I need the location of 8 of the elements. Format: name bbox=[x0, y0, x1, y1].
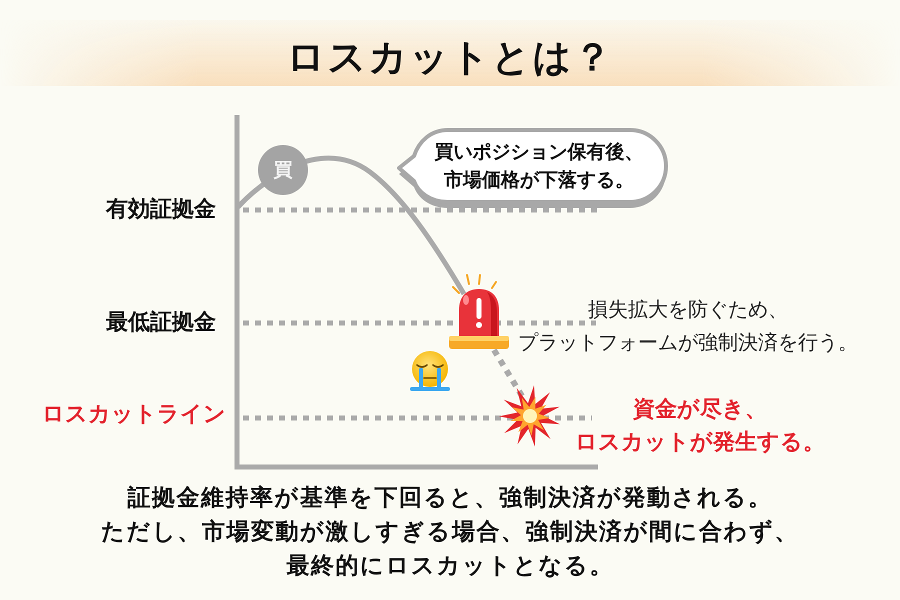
warning-text: 資金が尽き、ロスカットが発生する。 bbox=[575, 396, 825, 457]
buy-marker: 買 bbox=[258, 145, 308, 195]
title: ロスカットとは？ bbox=[286, 34, 614, 80]
level-label: 最低証拠金 bbox=[106, 309, 216, 337]
level-label: 有効証拠金 bbox=[106, 196, 216, 224]
caption: 証拠金維持率が基準を下回ると、強制決済が発動される。ただし、市場変動が激しすぎる場合、強制決済が間に合わず、最終的にロスカットとなる。 bbox=[100, 484, 800, 581]
note-text: 損失拡大を防ぐため、プラットフォームが強制決済を行う。 bbox=[518, 296, 858, 356]
level-label: ロスカットライン bbox=[42, 401, 226, 429]
